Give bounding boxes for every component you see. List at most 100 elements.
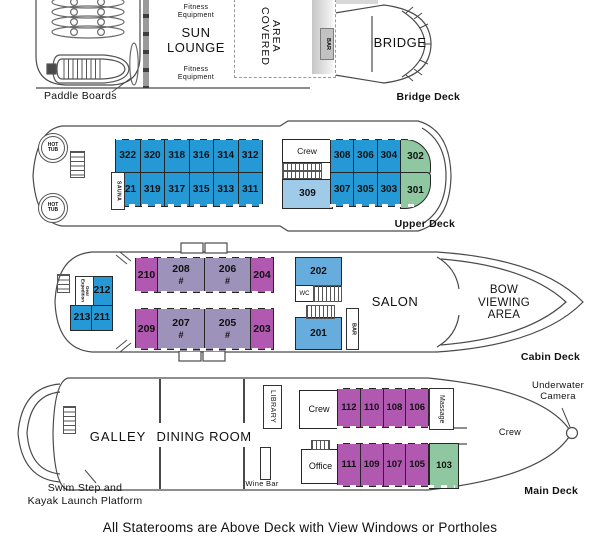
bar-label-bridge: BAR <box>320 28 334 60</box>
cabin-311: 311 <box>237 172 263 207</box>
covered-area-label: COVERED AREA <box>259 6 283 66</box>
swim-step-pointer <box>84 469 97 484</box>
galley-label: GALLEY <box>89 429 147 445</box>
hot-tub-icon: HOT TUB <box>38 133 68 163</box>
underwater-camera-dome <box>565 426 579 440</box>
wc-label: WC <box>295 285 314 302</box>
window-dashes <box>135 291 273 294</box>
cabin-307: 307 <box>330 172 355 207</box>
bridge-label: BRIDGE <box>373 35 427 51</box>
cabin-deck-label: Cabin Deck <box>520 351 580 363</box>
stairs-icon <box>313 285 342 302</box>
cabin-304: 304 <box>376 139 401 173</box>
office-area: Office <box>301 449 340 484</box>
mast-icon <box>143 0 149 88</box>
bridge-deck-label: Bridge Deck <box>396 91 460 103</box>
crew-bow-label: Crew <box>498 426 522 437</box>
expedition-gear-label: Expedition Gear <box>75 276 94 306</box>
cabin-105: 105 <box>405 443 429 487</box>
cabin-206: 206# <box>204 257 251 293</box>
cabin-314: 314 <box>213 139 239 173</box>
bay-windows <box>178 242 228 362</box>
window-dashes <box>116 204 263 207</box>
cabin-202: 202 <box>295 257 342 287</box>
hull-break-marks <box>115 251 132 353</box>
main-deck-label: Main Deck <box>524 485 578 497</box>
underwater-camera-pointer <box>561 407 571 428</box>
cabin-112: 112 <box>337 388 361 428</box>
cabin-317: 317 <box>164 172 190 207</box>
window-dashes <box>135 255 273 258</box>
cabin-212: 212 <box>91 276 113 306</box>
swim-platform-outer <box>17 383 61 483</box>
fitness-equipment-label: Fitness Equipment <box>177 4 215 19</box>
bow-viewing-area-label: BOW VIEWING AREA <box>478 283 530 322</box>
window-dashes <box>337 386 429 389</box>
cabin-320: 320 <box>139 139 165 173</box>
cabin-305: 305 <box>353 172 378 207</box>
cabin-110: 110 <box>359 388 384 428</box>
fitness-equipment-label: Fitness Equipment <box>177 66 215 81</box>
window-dashes <box>337 485 455 488</box>
swim-platform-inner <box>26 391 61 475</box>
caption: All Staterooms are Above Deck with View … <box>102 520 498 536</box>
stairs-icon <box>57 274 70 293</box>
cabin-209: 209 <box>135 308 158 350</box>
inner-bow-line <box>421 127 447 225</box>
wine-bar-label: Wine Bar <box>245 478 279 488</box>
window-dashes <box>116 137 263 140</box>
cabin-205: 205# <box>204 308 251 350</box>
salon-forward-wall <box>436 256 460 348</box>
stairs-icon <box>311 440 330 450</box>
window-dashes <box>337 441 429 444</box>
stairs-icon <box>282 171 322 179</box>
cabin-309: 309 <box>282 179 333 209</box>
stairs-icon <box>306 305 335 319</box>
cabin-306: 306 <box>353 139 378 173</box>
sun-lounge-label: SUN LOUNGE <box>167 25 225 55</box>
cabin-106: 106 <box>405 388 429 428</box>
window-dashes <box>330 204 422 207</box>
cabin-308: 308 <box>330 139 355 173</box>
cabin-204: 204 <box>250 257 274 293</box>
stairs-icon <box>63 406 76 434</box>
crew-area-aft: Crew <box>299 390 339 429</box>
paddle-boards-icon <box>51 0 139 86</box>
cabin-207: 207# <box>157 308 205 350</box>
paddle-boards-pointer <box>111 77 132 93</box>
window-dashes <box>337 426 429 429</box>
cabin-315: 315 <box>188 172 214 207</box>
cabin-109: 109 <box>359 443 384 487</box>
cabin-312: 312 <box>237 139 263 173</box>
massage-label: Massage <box>429 388 454 430</box>
cabin-208: 208# <box>157 257 205 293</box>
upper-deck-label: Upper Deck <box>394 218 455 230</box>
corridor-lines <box>452 427 467 445</box>
bar-label-cabin-deck: BAR <box>346 308 359 350</box>
paddle-boards-label: Paddle Boards <box>44 90 117 102</box>
cabin-107: 107 <box>382 443 407 487</box>
underwater-camera-label: Underwater Camera <box>531 380 585 402</box>
swim-step-label-line1: Swim Step and <box>47 482 123 495</box>
upper-deck-outline <box>32 120 452 232</box>
hot-tub-icon: HOT TUB <box>38 193 68 223</box>
salon-label: SALON <box>371 293 419 309</box>
cabin-111: 111 <box>337 443 361 487</box>
cabin-303: 303 <box>376 172 401 207</box>
bridge-deck-outline <box>35 0 432 93</box>
swim-step-label-line2: Kayak Launch Platform <box>27 495 143 508</box>
stairs-icon <box>70 151 85 178</box>
stairs-icon <box>282 163 322 171</box>
cabin-318: 318 <box>164 139 190 173</box>
interior-walls <box>159 379 245 489</box>
crew-area: Crew <box>282 139 332 163</box>
cabin-203: 203 <box>250 308 274 350</box>
cabin-211: 211 <box>91 305 113 331</box>
window-dashes <box>135 306 273 309</box>
